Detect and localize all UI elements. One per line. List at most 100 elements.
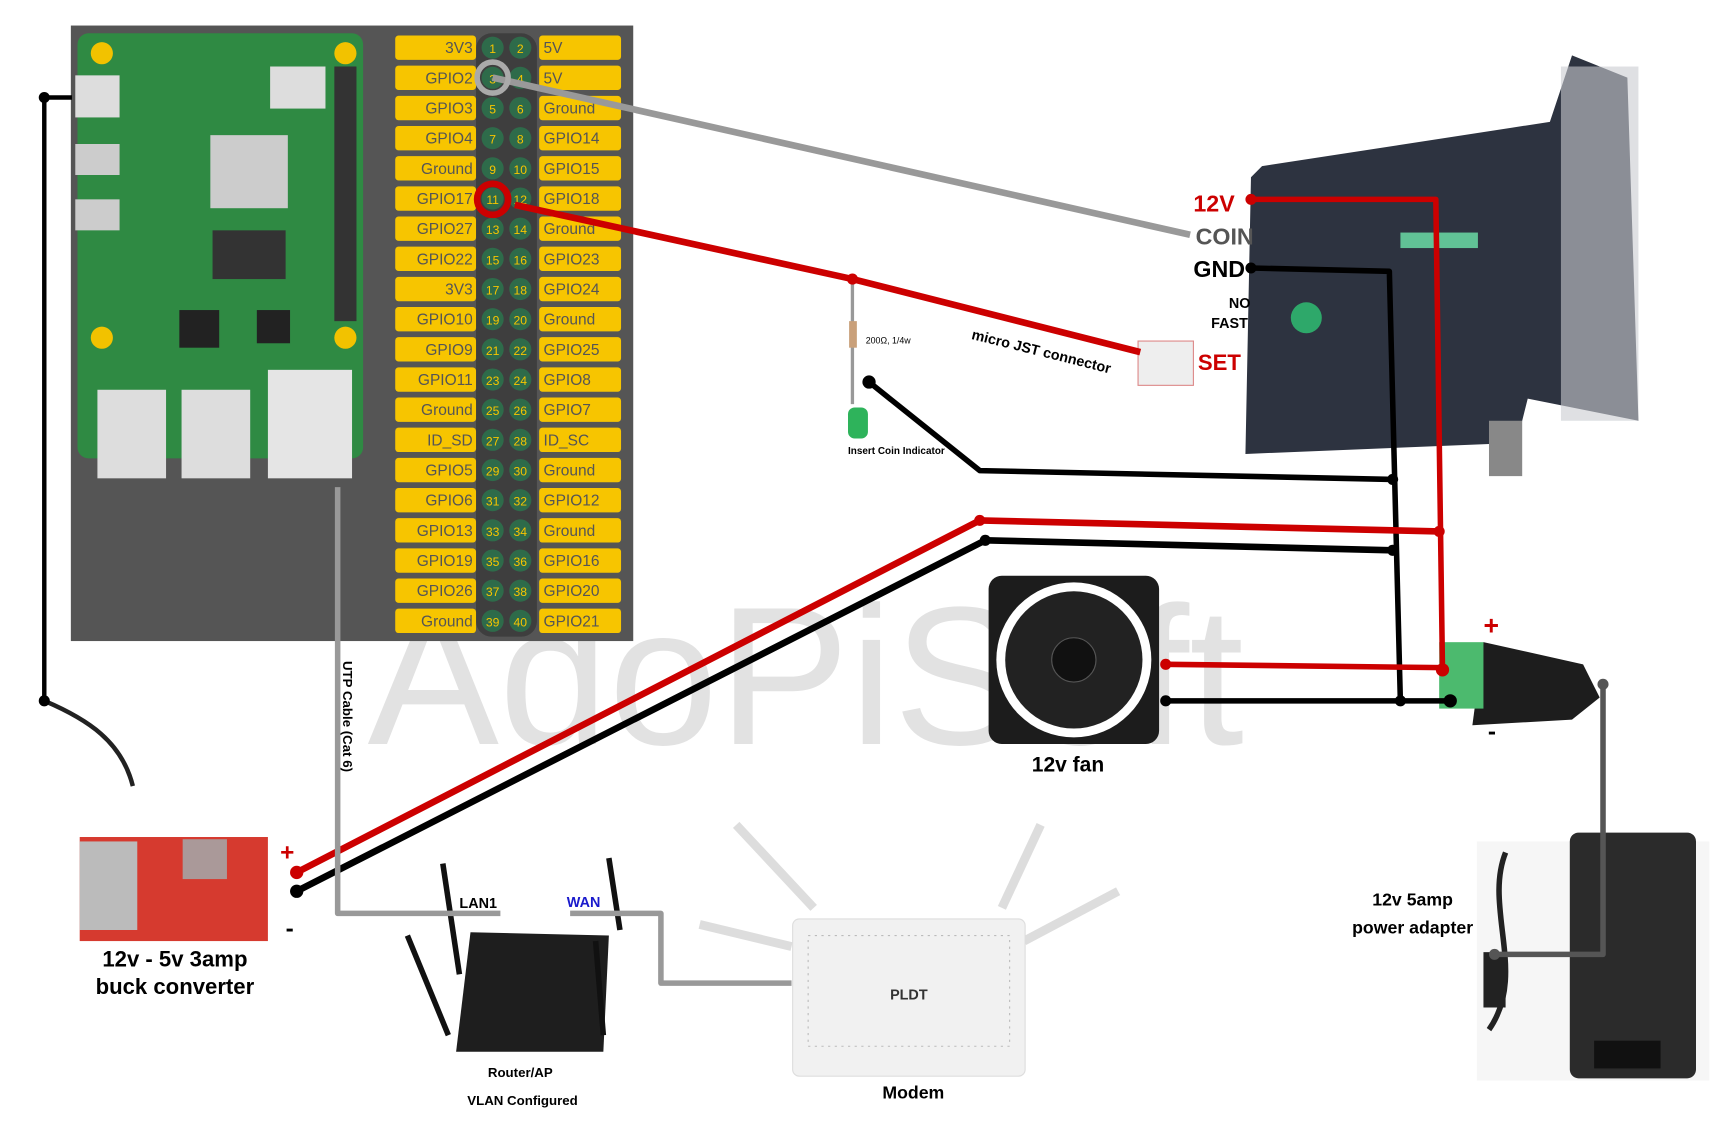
ethernet-port [267,369,353,479]
pin-label-right-box [539,457,622,483]
pin-label-left-box [395,488,477,513]
pin-label-right: Ground [544,463,596,480]
pin-number: 2 [517,42,524,56]
pin-number: 25 [486,404,500,418]
pin-label-left: GPIO19 [417,553,473,570]
label-led: Insert Coin Indicator [848,446,945,457]
pin-circle [509,579,532,602]
pin-circle [481,398,504,421]
pin-label-right-box [539,337,622,362]
pin-circle [481,609,504,632]
label-no: NO [1229,296,1251,312]
label-wan: WAN [567,895,601,911]
pin-circle [481,308,504,331]
pin-label-right-box [539,608,622,634]
wire-junctions [38,91,1609,960]
pin-label-right: 5V [544,40,564,57]
pin-label-left: Ground [421,402,473,419]
pin-label-left-box [395,397,477,422]
wire-wan [570,910,792,986]
pin-label-right: Ground [544,312,596,329]
pin-strip [476,33,537,637]
pin-circle [481,96,504,120]
pin-label-right-box [539,488,622,513]
pin-circle [481,489,504,512]
pin-number: 21 [486,344,500,358]
resistor [849,321,857,348]
pin-number: 14 [514,223,528,237]
pin-number: 9 [489,163,496,177]
pin-label-left: GPIO11 [418,372,473,389]
label-coin: COIN [1196,224,1254,250]
chip [212,230,286,280]
hdmi-port [75,199,120,231]
wire-utp-lan [334,487,501,917]
label-fan: 12v fan [1032,754,1104,777]
jack-plus: + [1483,610,1499,640]
pin-circle [509,96,532,120]
wires [38,59,1609,986]
label-12v: 12V [1193,191,1235,217]
pin-label-left: Ground [421,161,473,178]
chip [256,310,291,344]
pin-label-left: GPIO5 [425,463,472,480]
pin-circle [509,549,532,572]
pin-number: 1 [489,42,496,56]
pin-label-left-box [395,457,477,483]
pin-circle [481,277,504,301]
pin-label-right: Ground [544,221,596,238]
pin-label-right-box [539,367,622,392]
pin-label-right-box [539,246,622,272]
pin-label-left: ID_SD [427,432,473,449]
pin-number: 7 [489,133,496,147]
pin-number: 27 [486,434,500,448]
pin-number: 26 [514,404,528,418]
led [848,407,868,439]
pin3-marker [474,59,511,96]
label-lan1: LAN1 [459,896,497,912]
pin-circle [509,458,532,482]
pin-circle [481,127,504,150]
pin-circle [481,458,504,482]
hdmi-port [75,143,120,175]
power-adapter [1476,832,1710,1081]
label-buck-2: buck converter [96,974,255,999]
pin-label-left-box [395,307,477,332]
pin-circle [481,157,504,180]
pin-label-left: 3V3 [445,40,473,57]
pin-label-left-box [395,65,477,91]
pin-label-left: GPIO22 [417,251,473,268]
pin-label-right-box [539,186,622,211]
chip [270,66,326,109]
pin-label-right: ID_SC [544,432,590,449]
pin-label-right-box [539,126,622,151]
dc-jack [1439,642,1600,726]
pin-number: 31 [486,495,500,509]
pin-label-right: GPIO20 [544,583,600,600]
label-jst: micro JST connector [970,327,1113,377]
pin-label-left: GPIO17 [417,191,473,208]
pin-label-right-box [539,548,622,573]
pin-label-left-box [395,367,477,392]
pin-label-right-box [539,156,622,181]
pin-label-right: GPIO23 [544,251,600,268]
wire-12v [1250,196,1446,670]
pin-circle [481,579,504,602]
pin-number: 18 [514,284,528,298]
pin-label-right-box [539,397,622,422]
pin-circle [509,489,532,512]
pin-label-left: Ground [421,613,473,630]
pin-circle [509,609,532,632]
wire-led-ground [867,379,1393,483]
pin-circle [481,247,504,270]
pin-number: 35 [486,555,500,569]
